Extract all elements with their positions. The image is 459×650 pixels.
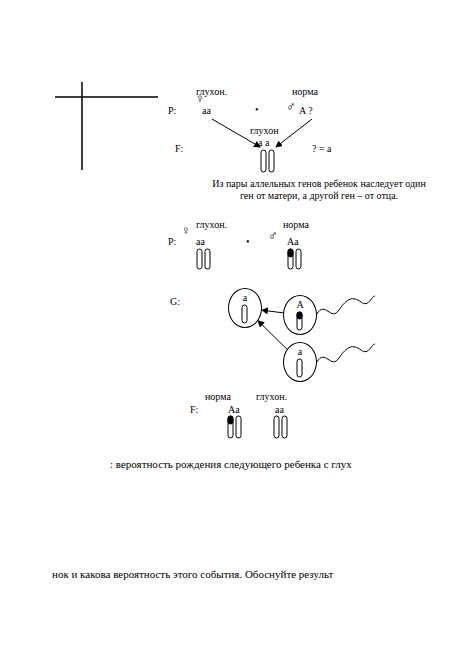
label-text: aa [202,105,211,117]
label-text: норма [292,86,318,98]
label-text: ♂ [286,100,296,115]
label-text: ♀ [195,92,205,107]
label-text: A ? [299,105,313,117]
label-text: F: [190,404,198,416]
sperm-tails [317,296,375,362]
label-text: G: [170,296,180,308]
label-text: норма [205,391,231,403]
label-text: Aa [287,236,299,248]
label-text: ♂ [268,229,278,244]
fertilization-arrow [262,310,283,313]
label-text: P: [168,236,176,248]
label-text: ? = a [312,143,332,155]
allele-letter: A [296,299,303,310]
allele-letter: a [243,292,247,303]
gamete-circle: A [283,295,317,335]
label-text: Из пары аллельных генов ребенок наследуе… [210,178,428,201]
label-text: • [255,104,259,116]
label-text: глухон. [256,391,287,403]
label-text: ♀ [181,224,191,239]
label-text: глухон [250,125,279,137]
allele-letter: a [298,346,302,357]
label-text: aa [196,236,205,248]
fertilization-arrow [258,321,287,349]
label-text: a a [258,137,269,149]
label-text: F: [175,143,183,155]
label-text: : вероятность рождения следующего ребенк… [110,458,352,471]
label-text: норма [283,219,309,231]
label-text: Aa [228,404,240,416]
label-text: P: [168,105,176,117]
label-text: aa [275,404,284,416]
gamete-circle: a [228,288,262,328]
gamete-circle: a [283,342,317,382]
corner-cross [55,82,158,170]
label-text: нок и какова вероятность этого события. … [52,568,333,581]
label-text: глухон. [196,219,227,231]
label-text: • [246,236,250,248]
